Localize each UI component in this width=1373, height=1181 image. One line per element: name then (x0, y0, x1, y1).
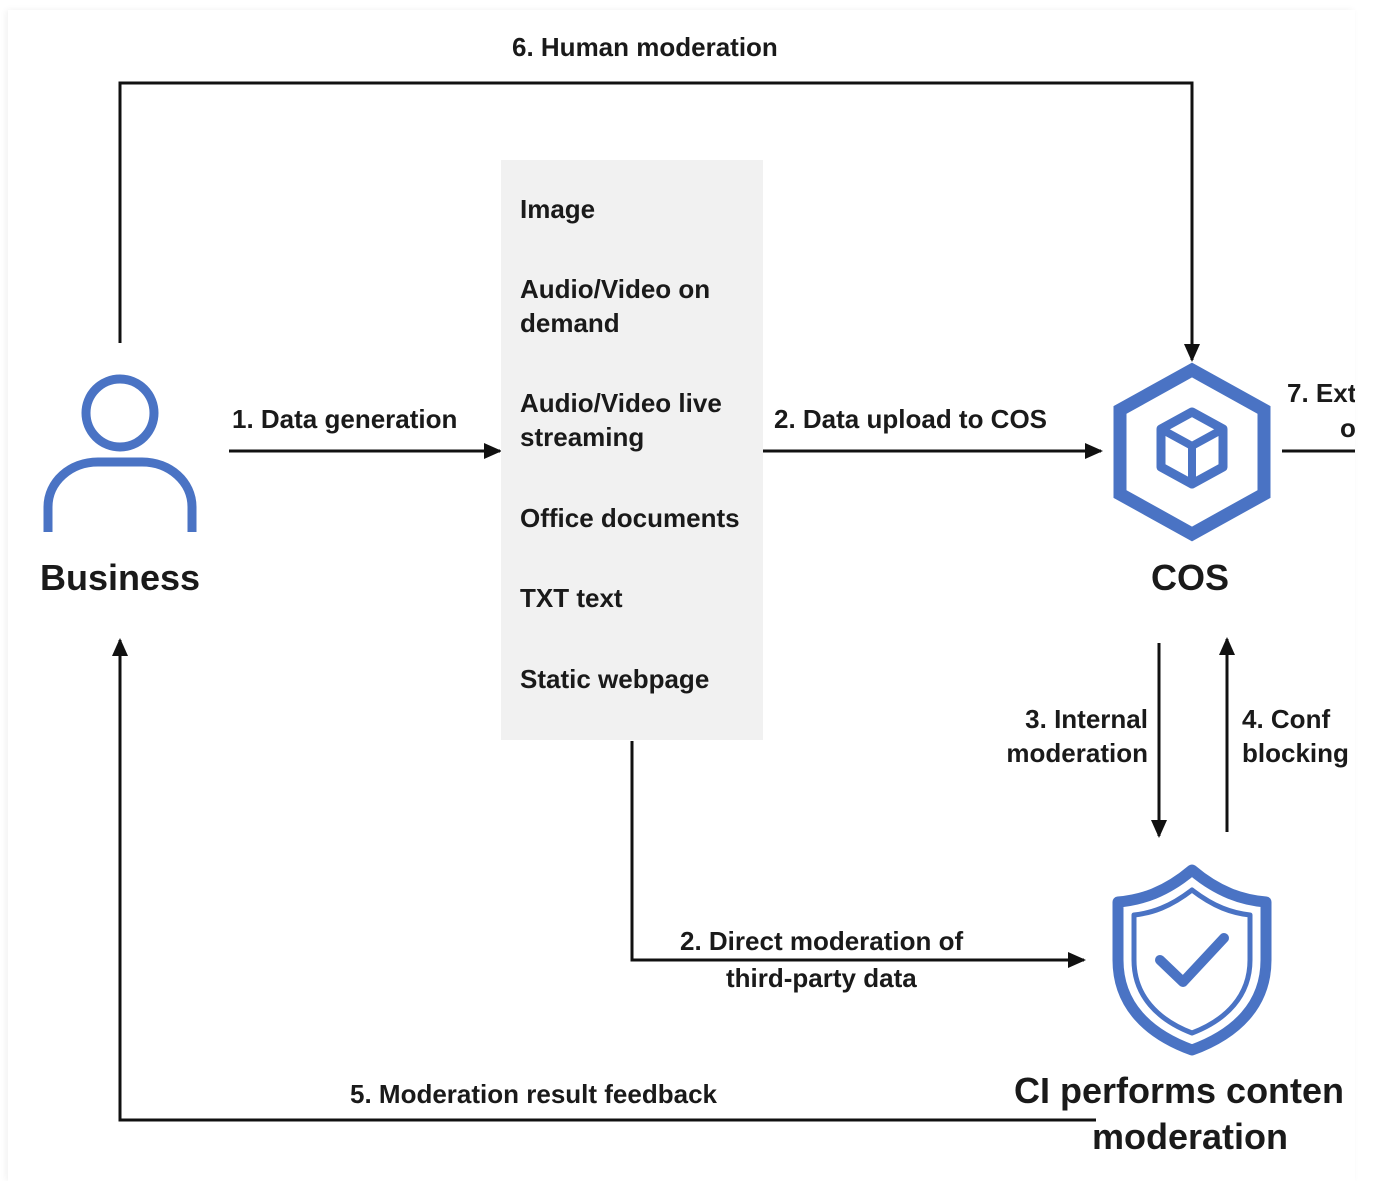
edge-direct-moderation (630, 741, 1086, 968)
label-result-feedback: 5. Moderation result feedback (350, 1079, 717, 1109)
edge-human-moderation (118, 81, 1200, 362)
label-external-line2: o (1340, 413, 1355, 443)
label-conf-blocking: 4. Conf blocking (1242, 704, 1349, 768)
label-data-upload: 2. Data upload to COS (774, 404, 1048, 434)
content-type-static-webpage: Static webpage (520, 664, 710, 694)
content-types-panel: Image Audio/Video on demand Audio/Video … (501, 160, 763, 740)
ci-shield-icon (1112, 864, 1272, 1056)
content-type-txt-text: TXT text (520, 583, 623, 613)
content-type-office-documents: Office documents (520, 503, 740, 533)
diagram-canvas: Image Audio/Video on demand Audio/Video … (8, 10, 1355, 1181)
label-internal-moderation: 3. Internal moderation (1006, 704, 1148, 768)
content-type-av-live-streaming: Audio/Video live streaming (520, 388, 722, 452)
ci-label-line1: CI performs conten (1014, 1070, 1345, 1111)
label-direct-moderation-line2: third-party data (726, 963, 917, 993)
label-direct-moderation-line1: 2. Direct moderation of (680, 926, 964, 956)
label-data-generation: 1. Data generation (232, 404, 458, 434)
business-user-icon (43, 374, 197, 532)
content-type-av-on-demand: Audio/Video on demand (520, 274, 711, 338)
diagram-svg (43, 81, 1355, 1122)
ci-label-line2: moderation (1092, 1116, 1289, 1157)
label-external-line1: 7. Ext (1287, 378, 1355, 408)
label-human-moderation: 6. Human moderation (512, 32, 778, 62)
edge-result-feedback (112, 638, 1096, 1122)
business-label: Business (40, 557, 201, 598)
content-type-image: Image (520, 194, 596, 224)
cos-storage-icon (1113, 362, 1271, 542)
cos-label: COS (1151, 557, 1230, 598)
